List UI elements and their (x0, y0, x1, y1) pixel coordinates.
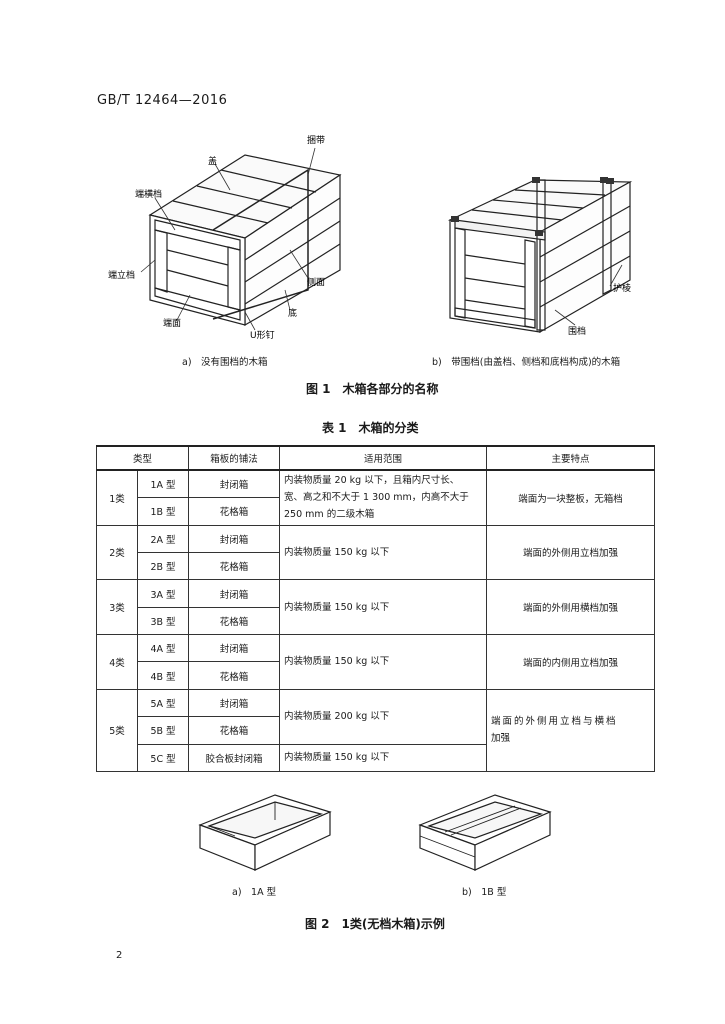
table-row: 2B 型 花格箱 (97, 551, 655, 581)
label-duanhengdang: 端横档 (135, 188, 162, 200)
figure1b-caption: b) 带围档(由盖档、侧档和底档构成)的木箱 (432, 357, 621, 368)
label-u-nail: U形钉 (250, 329, 275, 341)
figure2-title: 图 2 1类(无档木箱)示例 (305, 917, 445, 931)
header-method: 箱板的铺法 (188, 444, 281, 472)
figure1a-caption: a) 没有围档的木箱 (182, 357, 268, 368)
label-kunodai: 捆带 (307, 134, 325, 146)
classification-table: 类型 箱板的铺法 适用范围 主要特点 1类 1A 型 封闭箱 内装物质量 20 … (95, 444, 656, 773)
figure2b-caption: b) 1B 型 (462, 887, 507, 898)
header-feature: 主要特点 (486, 444, 656, 472)
label-gai: 盖 (208, 155, 217, 167)
label-cemian: 侧面 (307, 276, 325, 288)
label-di: 底 (288, 307, 297, 319)
figure1b-crate-drawing: 护棱 围档 (447, 177, 633, 337)
table-row: 5类 5A 型 封闭箱 内装物质量 200 kg 以下 端面的外侧用立档与横档 … (96, 688, 656, 773)
header-type: 类型 (95, 444, 190, 472)
table-row: 1类 1A 型 封闭箱 内装物质量 20 kg 以下，且箱内尺寸长、 宽、高之和… (96, 469, 656, 526)
table-row: 3B 型 花格箱 (97, 606, 655, 636)
table-row: 2类 2A 型 封闭箱 内装物质量 150 kg 以下 端面的外侧用立档加强 (96, 524, 656, 581)
figure1a-crate-drawing: 捆带 盖 端横档 端立档 侧面 底 端面 U形钉 (108, 134, 342, 341)
figure2a-open-box-drawing (198, 794, 332, 871)
table-row: 5C 型 胶合板封闭箱 内装物质量 150 kg 以下 (97, 743, 655, 773)
page-number: 2 (116, 950, 123, 961)
figure2a-caption: a) 1A 型 (232, 887, 277, 898)
label-huleng: 护棱 (613, 282, 631, 294)
table-row: 3类 3A 型 封闭箱 内装物质量 150 kg 以下 端面的外侧用横档加强 (96, 579, 656, 636)
label-duanlidang: 端立档 (108, 269, 135, 281)
table1-title: 表 1 木箱的分类 (322, 421, 419, 435)
header-scope: 适用范围 (279, 444, 488, 472)
table-row: 4B 型 花格箱 (97, 661, 655, 690)
table-row: 4类 4A 型 封闭箱 内装物质量 150 kg 以下 端面的内侧用立档加强 (96, 634, 656, 690)
label-weidang: 围档 (568, 325, 586, 337)
standard-number-header: GB/T 12464—2016 (97, 93, 228, 108)
label-duanmian: 端面 (163, 317, 181, 329)
table-row: 1B 型 花格箱 (97, 497, 655, 526)
figure2b-open-box-drawing (418, 794, 552, 871)
figure1-title: 图 1 木箱各部分的名称 (306, 382, 439, 396)
